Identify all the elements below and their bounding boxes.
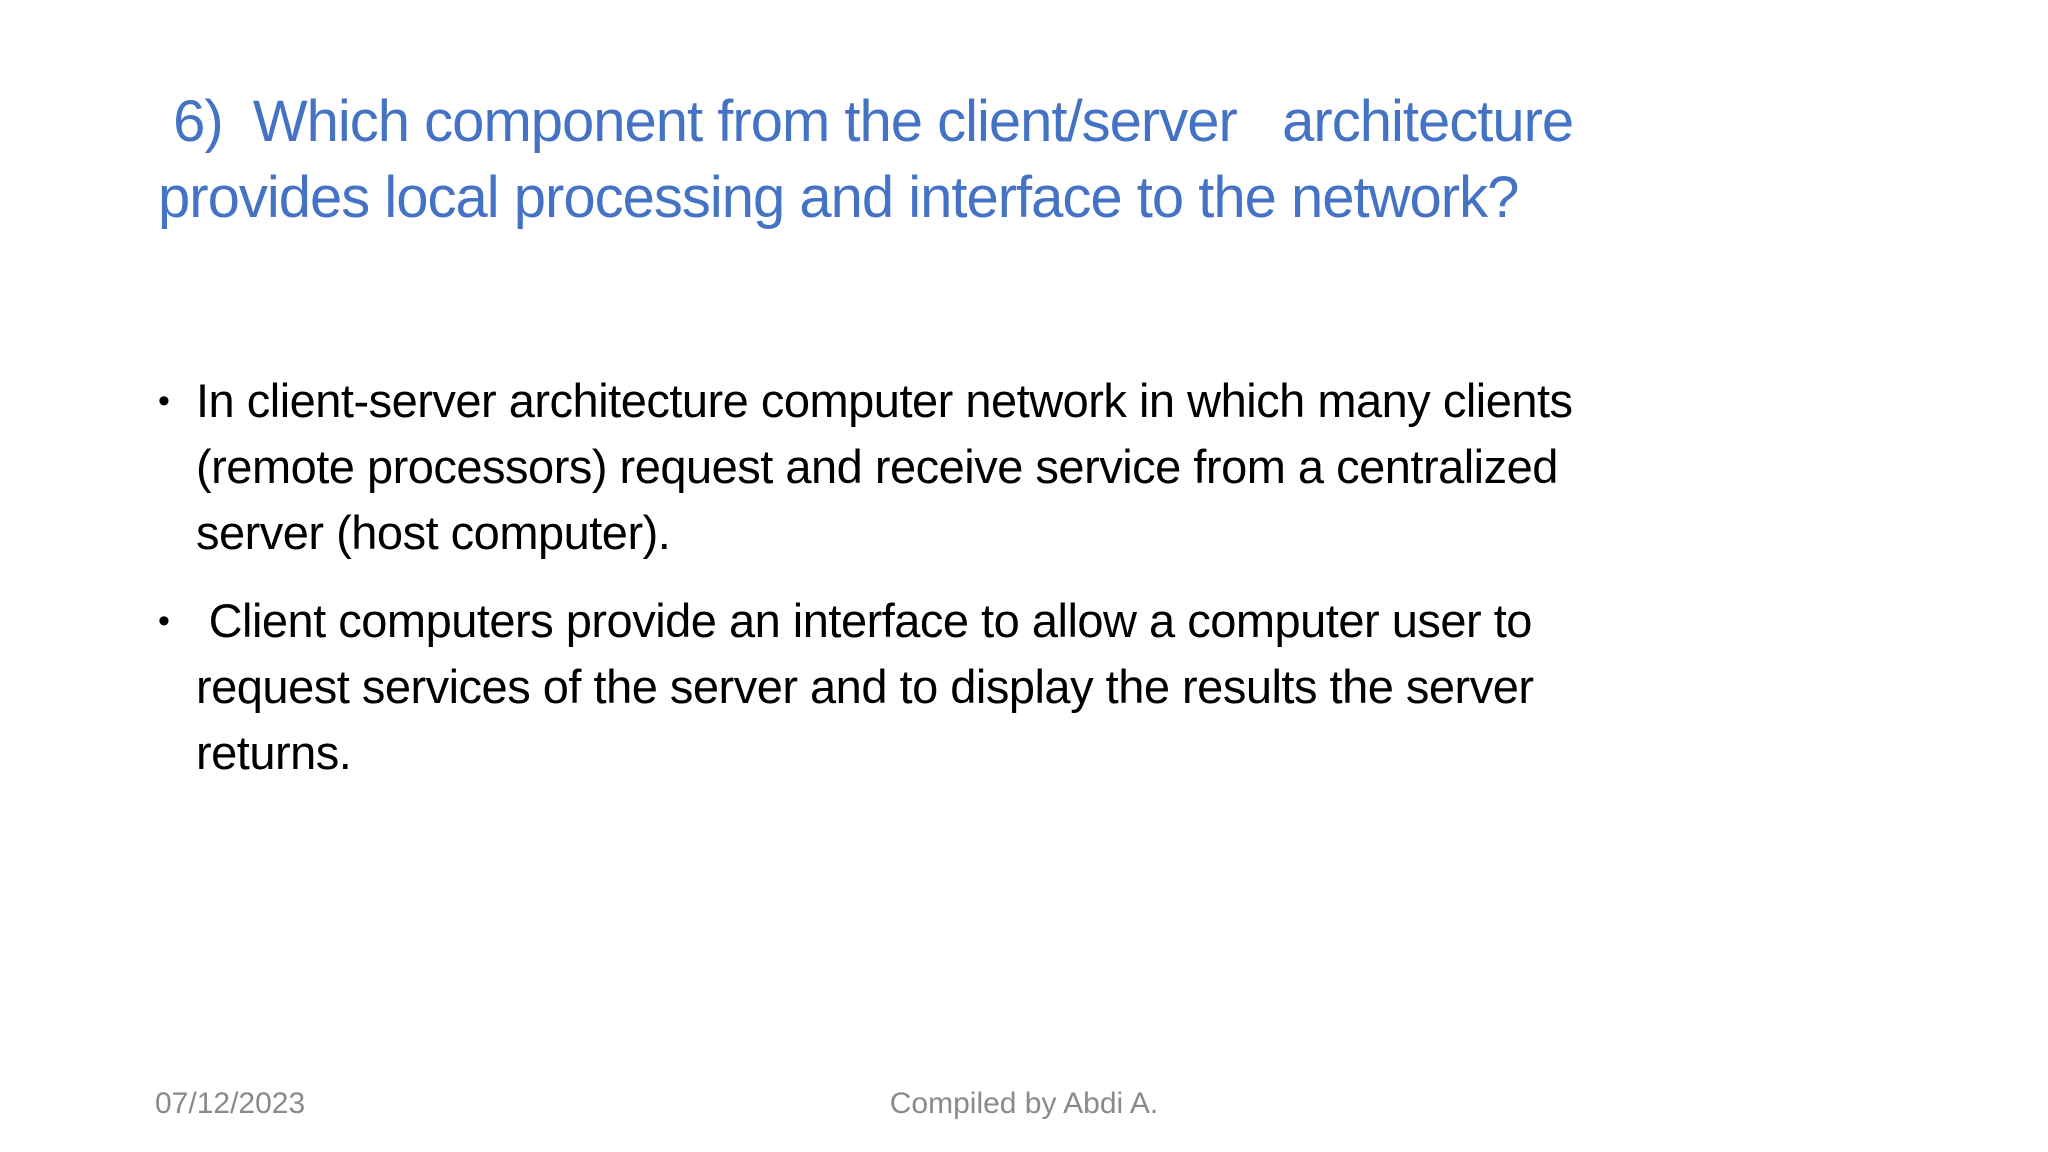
bullet-text: Client computers provide an interface to… (196, 594, 1534, 779)
footer-date: 07/12/2023 (155, 1087, 306, 1120)
bullet-list: • In client-server architecture computer… (158, 368, 1938, 808)
bullet-marker: • (158, 382, 170, 420)
bullet-item: • Client computers provide an interface … (158, 588, 1938, 786)
footer-credit: Compiled by Abdi A. (889, 1087, 1159, 1120)
slide-title: 6) Which component from the client/serve… (158, 89, 1574, 230)
bullet-item: • In client-server architecture computer… (158, 368, 1938, 566)
bullet-text: In client-server architecture computer n… (196, 374, 1573, 559)
bullet-marker: • (158, 602, 170, 640)
